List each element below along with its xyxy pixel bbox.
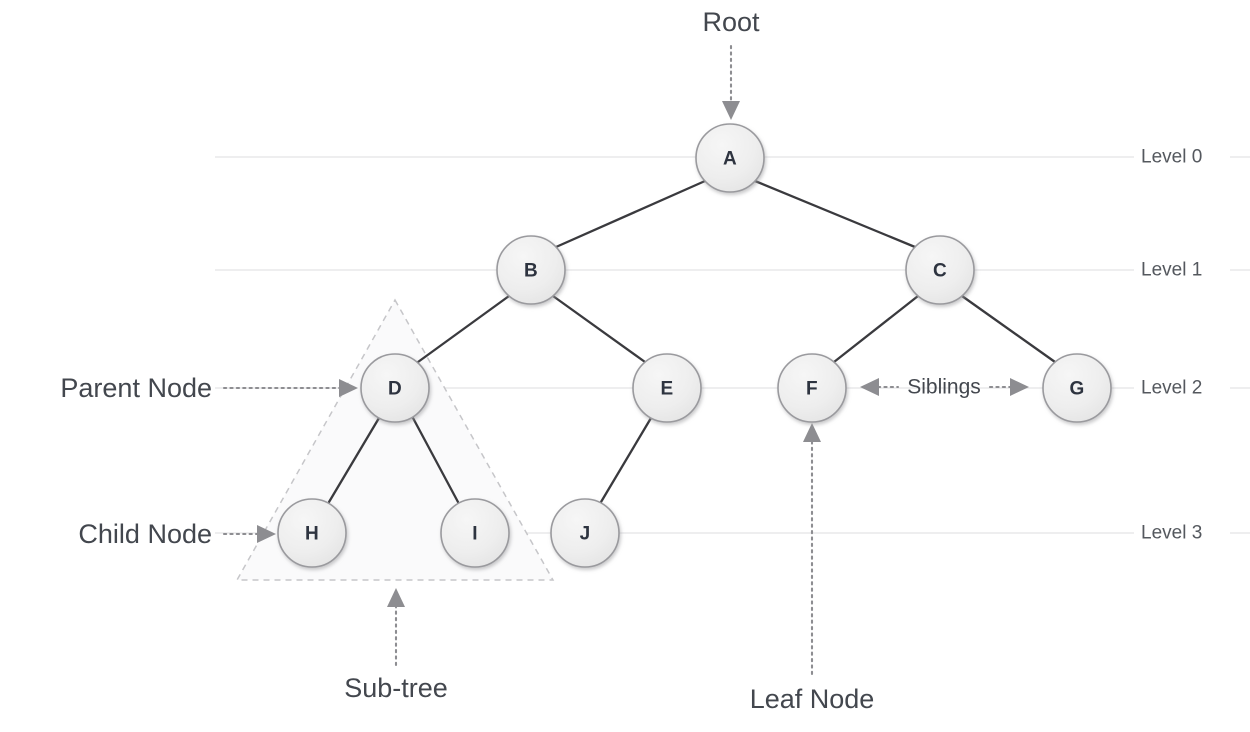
level-label-3: Level 3	[1141, 523, 1202, 544]
siblings-label: Siblings	[907, 376, 981, 399]
root-arrow-head	[722, 101, 740, 120]
tree-edges	[327, 179, 1057, 504]
node-circle-d[interactable]	[360, 353, 430, 423]
level-label-backdrop-1	[1134, 258, 1230, 282]
tree-node-a[interactable]: A	[695, 123, 765, 193]
parent-node-label: Parent Node	[60, 373, 212, 403]
annotation-root: Root	[702, 7, 760, 120]
tree-node-f[interactable]: F	[777, 353, 847, 423]
annotation-child-node: Child Node	[78, 519, 276, 549]
node-label-a: A	[723, 149, 737, 170]
node-circle-e[interactable]	[632, 353, 702, 423]
leaf-node-arrow-head	[803, 423, 821, 442]
parent-node-arrow-head	[339, 379, 358, 397]
edge-e-j	[599, 416, 653, 504]
tree-node-i[interactable]: I	[440, 498, 510, 568]
node-circle-g[interactable]	[1042, 353, 1112, 423]
edge-c-f	[832, 294, 920, 364]
sub-tree-label: Sub-tree	[344, 673, 448, 703]
annotation-parent-node: Parent Node	[60, 373, 358, 403]
tree-node-j[interactable]: J	[550, 498, 620, 568]
level-label-backdrop-3	[1134, 521, 1230, 545]
edge-b-d	[416, 294, 511, 364]
node-label-c: C	[933, 261, 947, 282]
level-label-0: Level 0	[1141, 147, 1202, 168]
level-label-backdrop-2	[1134, 376, 1230, 400]
edge-a-c	[753, 179, 917, 249]
annotation-sub-tree: Sub-tree	[344, 588, 448, 703]
siblings-arrow-head-left	[860, 378, 879, 396]
leaf-node-label: Leaf Node	[750, 684, 875, 714]
sub-tree-arrow-head	[387, 588, 405, 607]
node-label-i: I	[472, 524, 478, 545]
node-circle-f[interactable]	[777, 353, 847, 423]
tree-node-c[interactable]: C	[905, 235, 975, 305]
annotation-leaf-node: Leaf Node	[750, 423, 875, 714]
level-labels: Level 0 Level 1 Level 2 Level 3	[1134, 145, 1230, 545]
child-node-label: Child Node	[78, 519, 212, 549]
node-label-j: J	[580, 524, 591, 545]
annotation-siblings: Siblings	[860, 376, 1029, 399]
siblings-arrow-head-right	[1010, 378, 1029, 396]
root-label: Root	[702, 7, 760, 37]
child-node-arrow-head	[257, 525, 276, 543]
node-label-f: F	[806, 379, 818, 400]
node-circle-b[interactable]	[496, 235, 566, 305]
level-label-backdrop-0	[1134, 145, 1230, 169]
node-label-e: E	[661, 379, 674, 400]
edge-d-i	[411, 416, 460, 504]
level-label-2: Level 2	[1141, 378, 1202, 399]
edge-a-b	[554, 179, 707, 249]
node-label-b: B	[524, 261, 538, 282]
node-circle-i[interactable]	[440, 498, 510, 568]
edge-d-h	[327, 416, 381, 504]
tree-node-b[interactable]: B	[496, 235, 566, 305]
node-label-h: H	[305, 524, 319, 545]
tree-node-h[interactable]: H	[277, 498, 347, 568]
node-circle-j[interactable]	[550, 498, 620, 568]
node-circle-h[interactable]	[277, 498, 347, 568]
node-label-d: D	[388, 379, 402, 400]
level-label-1: Level 1	[1141, 260, 1202, 281]
tree-node-e[interactable]: E	[632, 353, 702, 423]
tree-nodes: A B C D E F G	[277, 123, 1112, 568]
node-label-g: G	[1069, 379, 1084, 400]
edge-b-e	[551, 294, 647, 364]
node-circle-c[interactable]	[905, 235, 975, 305]
node-circle-a[interactable]	[695, 123, 765, 193]
tree-node-d[interactable]: D	[360, 353, 430, 423]
tree-node-g[interactable]: G	[1042, 353, 1112, 423]
edge-c-g	[960, 294, 1057, 364]
